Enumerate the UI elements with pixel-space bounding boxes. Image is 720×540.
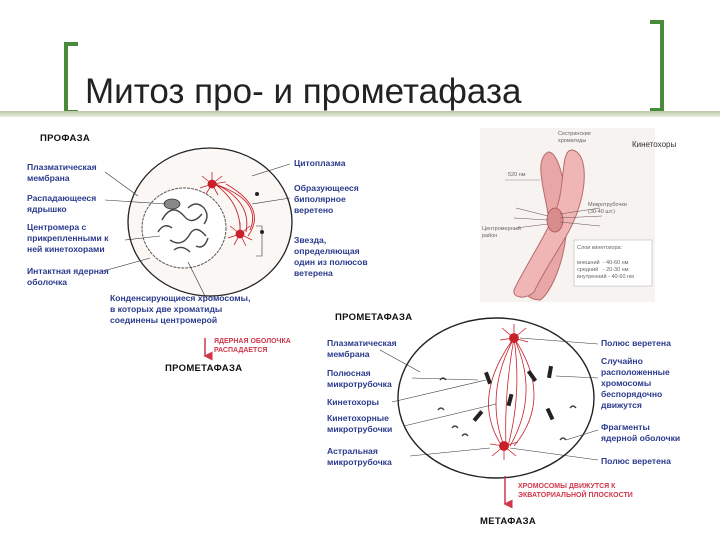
- right-bracket: [650, 20, 664, 112]
- inset-centromere-label: Центромерный район: [482, 226, 521, 239]
- chromosomes-move-note: ХРОМОСОМЫ ДВИЖУТСЯ К ЭКВАТОРИАЛЬНОЙ ПЛОС…: [518, 483, 633, 499]
- prometa-kinetochores-label: Кинетохоры: [327, 397, 379, 407]
- inset-width-label: 520 нм: [508, 172, 526, 178]
- prometa-spindle-pole-top-label: Полюс веретена: [601, 338, 671, 348]
- prophase-nuclear-envelope-label: Интактная ядерная оболочка: [27, 266, 109, 287]
- prometa-plasma-membrane-label: Плазматическая мембрана: [327, 338, 397, 359]
- prometa-kinetochore-microtubules-label: Кинетохорные микротрубочки: [327, 413, 393, 434]
- inset-microtubules-label: Микротрубочки (30-40 шт.): [588, 202, 627, 215]
- prophase-cell: [127, 147, 293, 297]
- envelope-breakdown-note: ЯДЕРНАЯ ОБОЛОЧКА РАСПАДАЕТСЯ: [214, 338, 291, 354]
- inset-layers-label: Слои кинетохора:: [577, 245, 623, 251]
- prometaphase-leaders: [379, 337, 599, 461]
- prophase-aster-label: Звезда, определяющая один из полюсов вет…: [294, 235, 368, 278]
- prophase-nucleolus-label: Распадающееся ядрышко: [27, 193, 97, 214]
- prometaphase-cell: [397, 317, 595, 479]
- chromosome-inset: [480, 128, 655, 302]
- prophase-plasma-membrane-label: Плазматическая мембрана: [27, 162, 97, 183]
- prometa-envelope-fragments-label: Фрагменты ядерной оболочки: [601, 422, 681, 443]
- kinetochores-inset-title: Кинетохоры: [632, 140, 677, 149]
- inset-layer-values: внешний - 40-60 нм средний - 20-30 нм вн…: [577, 260, 634, 280]
- prophase-centromere-label: Центромера с прикрепленными к ней кинето…: [27, 222, 109, 254]
- slide-title: Митоз про- и прометафаза: [85, 72, 522, 111]
- prometa-astral-microtubule-label: Астральная микротрубочка: [327, 446, 392, 467]
- prophase-chromosomes-label: Конденсирующиеся хромосомы, в которых дв…: [110, 293, 251, 325]
- prometaphase-heading: ПРОМЕТАФАЗА: [335, 312, 413, 323]
- prometa-random-chromosomes-label: Случайно расположенные хромосомы беспоря…: [601, 356, 670, 410]
- title-underline: [0, 111, 720, 117]
- prometa-polar-microtubule-label: Полюсная микротрубочка: [327, 368, 392, 389]
- inset-sister-chromatids-label: Сестринские хроматиды: [558, 131, 591, 144]
- metaphase-heading: МЕТАФАЗА: [480, 516, 537, 527]
- prophase-cytoplasm-label: Цитоплазма: [294, 158, 346, 168]
- prophase-heading: ПРОФАЗА: [40, 133, 91, 144]
- prophase-spindle-label: Образующееся биполярное веретено: [294, 183, 359, 215]
- prophase-next-heading: ПРОМЕТАФАЗА: [165, 363, 243, 374]
- prophase-leaders: [99, 163, 291, 297]
- prometa-spindle-pole-bottom-label: Полюс веретена: [601, 456, 671, 466]
